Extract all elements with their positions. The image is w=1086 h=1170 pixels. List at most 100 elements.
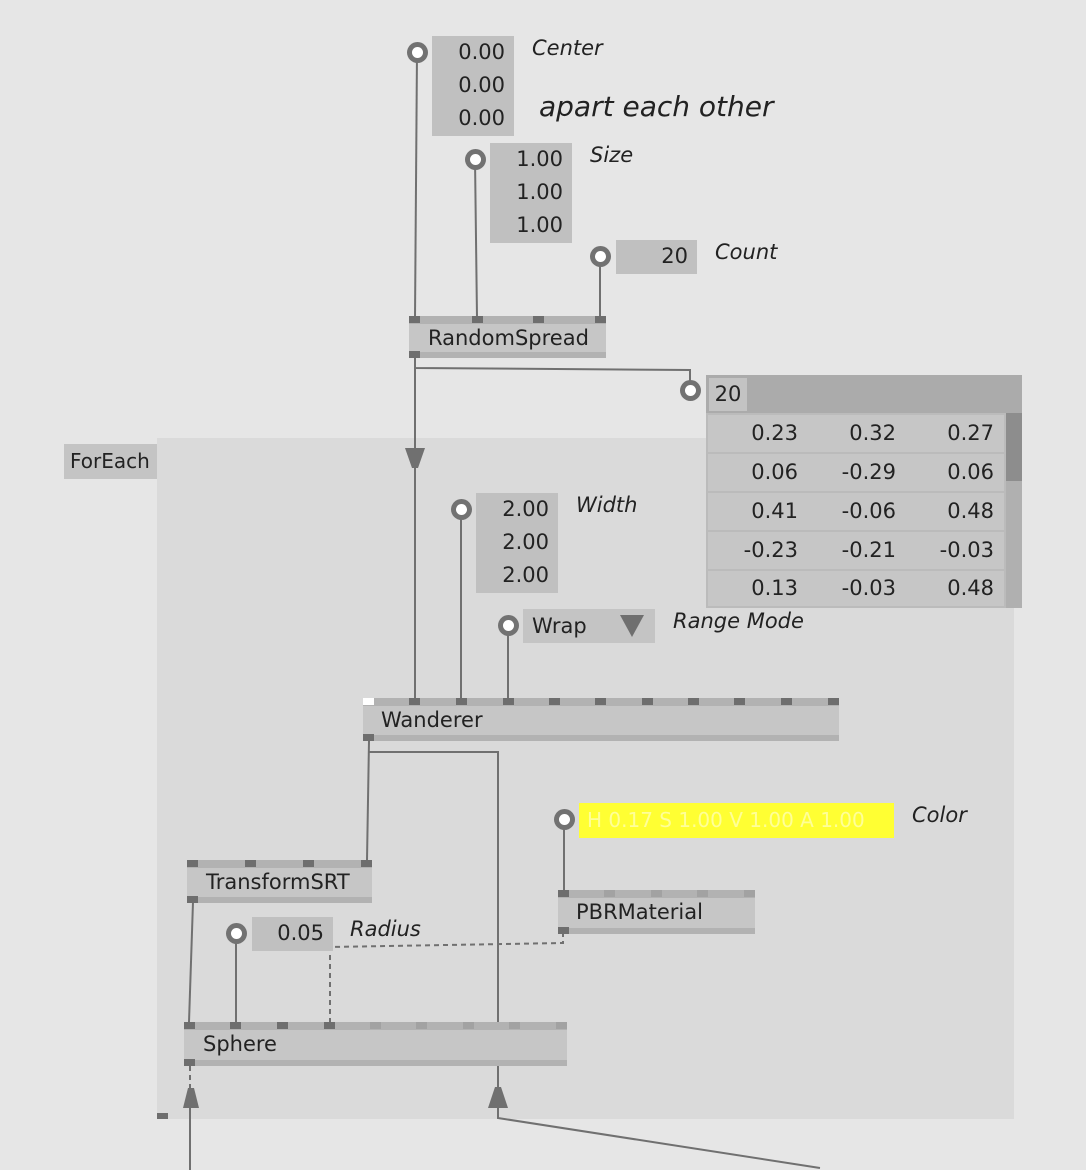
size-x-value[interactable]: 1.00 [516,147,563,171]
spread-view-row[interactable]: 0.06 -0.29 0.06 [708,454,1004,491]
randomspread-node[interactable]: RandomSpread [409,316,606,358]
sphere-output-pin[interactable] [184,1059,195,1066]
comment-apart-each-other[interactable]: apart each other [539,90,774,123]
transformsrt-input-pin[interactable] [187,860,198,867]
transformsrt-input-pin[interactable] [303,860,314,867]
center-iobox[interactable]: 0.00 0.00 0.00 [432,36,514,136]
wanderer-input-pin[interactable] [781,698,792,705]
randomspread-input-pin[interactable] [472,316,483,323]
pbrmaterial-input-pin[interactable] [744,890,755,897]
width-iobox[interactable]: 2.00 2.00 2.00 [476,493,558,593]
sphere-output-bar [184,1060,567,1066]
count-iobox[interactable]: 20 [616,240,697,274]
spread-view-row[interactable]: 0.13 -0.03 0.48 [708,571,1004,606]
size-iobox[interactable]: 1.00 1.00 1.00 [490,143,572,243]
randomspread-output-pin[interactable] [409,351,420,358]
link-size-to-randomspread [474,158,478,319]
sphere-input-pin[interactable] [277,1022,288,1029]
spread-view-row[interactable]: 0.41 -0.06 0.48 [708,493,1004,530]
spread-view-cell: -0.03 [841,576,896,600]
radius-iobox-pin[interactable] [226,923,247,944]
count-value[interactable]: 20 [661,244,688,268]
width-label: Width [576,493,638,517]
wanderer-input-pin[interactable] [828,698,839,705]
pbrmaterial-input-pin[interactable] [651,890,662,897]
sphere-input-pin[interactable] [556,1022,567,1029]
count-iobox-pin[interactable] [590,246,611,267]
wanderer-input-pin[interactable] [503,698,514,705]
color-iobox[interactable]: H 0.17 S 1.00 V 1.00 A 1.00 [579,803,894,838]
wanderer-input-pin[interactable] [549,698,560,705]
transformsrt-input-pin[interactable] [361,860,372,867]
randomspread-input-pin[interactable] [595,316,606,323]
transformsrt-output-pin[interactable] [187,896,198,903]
spread-view-cell: 0.27 [947,421,994,445]
spread-view-cell: 0.06 [947,460,994,484]
sphere-input-pin[interactable] [463,1022,474,1029]
sphere-input-pin[interactable] [370,1022,381,1029]
color-iobox-pin[interactable] [554,809,575,830]
transformsrt-input-pin[interactable] [245,860,256,867]
spread-view-pin[interactable] [680,380,701,401]
spread-view-header [706,375,1022,413]
center-iobox-pin[interactable] [407,42,428,63]
sphere-input-pin[interactable] [184,1022,195,1029]
sphere-input-pin[interactable] [324,1022,335,1029]
range-mode-pin[interactable] [498,615,519,636]
wanderer-input-pin[interactable] [363,698,374,705]
randomspread-input-pin[interactable] [533,316,544,323]
wanderer-input-pin[interactable] [595,698,606,705]
sphere-input-pin[interactable] [416,1022,427,1029]
spread-view-cell: -0.29 [841,460,896,484]
spread-view-cell: -0.21 [841,538,896,562]
foreach-region-label[interactable]: ForEach [64,444,157,479]
range-mode-dropdown[interactable]: Wrap [523,609,655,643]
center-z-value[interactable]: 0.00 [458,106,505,130]
pbrmaterial-node[interactable]: PBRMaterial [558,890,755,934]
spread-view-cell: 0.23 [751,421,798,445]
width-iobox-pin[interactable] [451,499,472,520]
spread-view-cell: 0.06 [751,460,798,484]
wanderer-input-pin[interactable] [409,698,420,705]
sphere-input-pin[interactable] [230,1022,241,1029]
spread-view-scrollbar-thumb[interactable] [1006,413,1022,481]
radius-value[interactable]: 0.05 [277,921,324,945]
width-z-value[interactable]: 2.00 [502,563,549,587]
spread-view-iobox[interactable]: 20 0.23 0.32 0.27 0.06 -0.29 0.06 0.41 -… [706,375,1022,608]
center-label: Center [532,36,603,60]
spread-view-cell: 0.13 [751,576,798,600]
wanderer-input-pin[interactable] [642,698,653,705]
size-iobox-pin[interactable] [465,149,486,170]
radius-label: Radius [350,917,421,941]
sphere-input-pin[interactable] [509,1022,520,1029]
center-x-value[interactable]: 0.00 [458,40,505,64]
transformsrt-label: TransformSRT [206,870,350,894]
spread-view-cell: -0.03 [939,538,994,562]
color-label: Color [912,803,967,827]
pbrmaterial-input-pin[interactable] [604,890,615,897]
wanderer-node[interactable]: Wanderer [363,698,839,741]
spread-view-count[interactable]: 20 [709,378,747,411]
size-y-value[interactable]: 1.00 [516,180,563,204]
center-y-value[interactable]: 0.00 [458,73,505,97]
radius-iobox[interactable]: 0.05 [252,917,333,951]
width-y-value[interactable]: 2.00 [502,530,549,554]
pbrmaterial-output-pin[interactable] [558,927,569,934]
wanderer-input-pin[interactable] [734,698,745,705]
sphere-node[interactable]: Sphere [184,1022,567,1066]
spread-view-row[interactable]: 0.23 0.32 0.27 [708,415,1004,452]
wanderer-input-pin[interactable] [456,698,467,705]
pbrmaterial-input-pin[interactable] [558,890,569,897]
size-z-value[interactable]: 1.00 [516,213,563,237]
count-label: Count [715,240,778,264]
transformsrt-node[interactable]: TransformSRT [187,860,372,903]
chevron-down-icon [620,615,644,637]
pbrmaterial-label: PBRMaterial [576,900,703,924]
randomspread-input-pin[interactable] [409,316,420,323]
width-x-value[interactable]: 2.00 [502,497,549,521]
foreach-region-corner-pin[interactable] [157,1113,168,1119]
wanderer-output-pin[interactable] [363,734,374,741]
spread-view-row[interactable]: -0.23 -0.21 -0.03 [708,532,1004,569]
pbrmaterial-input-pin[interactable] [697,890,708,897]
wanderer-input-pin[interactable] [688,698,699,705]
